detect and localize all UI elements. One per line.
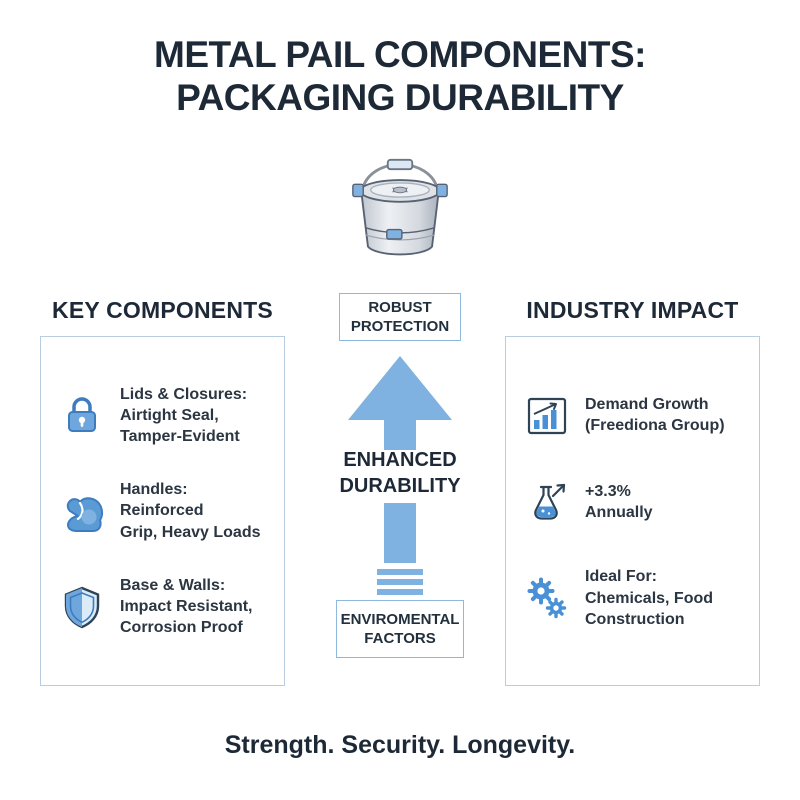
list-item-label: Ideal For: Chemicals, Food Construction (585, 568, 714, 628)
gears-icon (524, 575, 570, 621)
enhanced-durability-label: ENHANCED DURABILITY (339, 449, 461, 497)
muscle-icon (59, 488, 105, 534)
list-item-label: +3.3% Annually (585, 483, 653, 522)
lock-icon (59, 392, 105, 438)
industry-impact-heading: INDUSTRY IMPACT (526, 297, 739, 323)
metal-pail-illustration (334, 146, 466, 271)
up-arrow-stem-lower (384, 503, 416, 563)
list-item-label: Base & Walls: Impact Resistant, Corrosio… (120, 577, 253, 637)
list-item-demand-growth: Demand Growth (Freediona Group) (524, 392, 741, 438)
list-item-label: Handles: Reinforced Grip, Heavy Loads (120, 481, 261, 541)
metal-pail-icon (352, 158, 448, 256)
up-arrow-head-icon (348, 356, 452, 420)
industry-impact-panel: Demand Growth (Freediona Group) +3.3% An… (505, 336, 760, 686)
key-components-heading: KEY COMPONENTS (52, 297, 273, 323)
arrow-dash (377, 579, 423, 585)
arrow-dash (377, 589, 423, 595)
list-item-label: Demand Growth (Freediona Group) (585, 396, 725, 435)
shield-icon (59, 584, 105, 630)
list-item-ideal-for: Ideal For: Chemicals, Food Construction (524, 566, 741, 629)
list-item-handles: Handles: Reinforced Grip, Heavy Loads (59, 479, 266, 542)
growth-chart-icon (524, 392, 570, 438)
list-item-base-walls: Base & Walls: Impact Resistant, Corrosio… (59, 575, 266, 638)
flask-icon (524, 479, 570, 525)
up-arrow-stem-upper (384, 419, 416, 450)
list-item-annual-growth: +3.3% Annually (524, 479, 741, 525)
arrow-dashed-tail-icon (377, 569, 423, 599)
page-title-line1: METAL PAIL COMPONENTS: (154, 34, 646, 75)
robust-protection-box: ROBUST PROTECTION (339, 293, 461, 341)
page-title: METAL PAIL COMPONENTS: PACKAGING DURABIL… (0, 34, 800, 120)
list-item-lids-closures: Lids & Closures: Airtight Seal, Tamper-E… (59, 384, 266, 447)
environmental-factors-box: ENVIROMENTAL FACTORS (336, 600, 464, 658)
list-item-label: Lids & Closures: Airtight Seal, Tamper-E… (120, 385, 248, 445)
arrow-dash (377, 569, 423, 575)
page-title-line2: PACKAGING DURABILITY (176, 76, 624, 118)
key-components-panel: Lids & Closures: Airtight Seal, Tamper-E… (40, 336, 285, 686)
footer-tagline: Strength. Security. Longevity. (224, 731, 576, 759)
